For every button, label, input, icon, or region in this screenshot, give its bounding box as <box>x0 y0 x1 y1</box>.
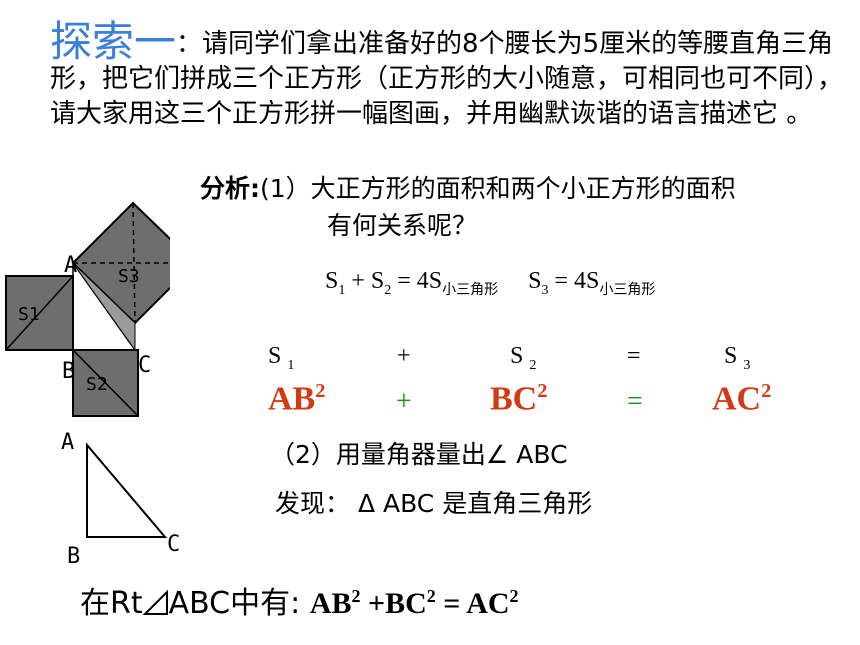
label-s2: S2 <box>86 374 108 395</box>
label-c: C <box>138 353 151 378</box>
label-s3: S3 <box>118 266 140 287</box>
row-eq: = <box>627 343 641 369</box>
question-1-cont: 有何关系呢？ <box>327 211 478 240</box>
eq-4s: = 4S <box>397 268 443 294</box>
squares-figure: A B C S1 S2 S3 <box>5 201 170 417</box>
term-eq: = <box>627 386 643 417</box>
intro-text: 请同学们拿出准备好的8个腰长为5厘米的等腰直角三角形，把它们拼成三个正方形（正方… <box>50 29 844 129</box>
eq-s1: S <box>325 268 339 294</box>
final-rest: ABC中有: <box>168 586 301 621</box>
right-triangle-figure: A B C <box>61 430 180 569</box>
question-1: (1）大正方形的面积和两个小正方形的面积 <box>260 174 736 203</box>
eq-tri-sub-2: 小三角形 <box>599 282 656 298</box>
eq-plus-s2: + S <box>351 268 385 294</box>
row-s1: S 1 <box>268 343 295 373</box>
term-bc: BC2 <box>490 380 548 418</box>
eq-tri-sub: 小三角形 <box>442 282 499 298</box>
right-angle-symbol <box>142 589 168 615</box>
term-ac: AC2 <box>712 380 772 418</box>
final-prefix: 在Rt <box>80 586 143 621</box>
area-equation: S1 + S2 = 4S小三角形 S3 = 4S小三角形 <box>325 268 655 299</box>
eq-s1-sub: 1 <box>338 282 346 298</box>
row-s3: S 3 <box>724 343 751 373</box>
title-colon: ： <box>176 29 203 59</box>
section-title: 探索一 <box>50 17 177 66</box>
label-s1: S1 <box>18 304 40 325</box>
final-formula: AB2 +BC2 = AC2 <box>309 586 519 620</box>
analysis-line: 分析:(1）大正方形的面积和两个小正方形的面积 <box>200 171 736 206</box>
eq-s2-sub: 2 <box>384 282 392 298</box>
tri-label-a: A <box>61 430 74 455</box>
final-statement: 在Rt ABC中有: AB2 +BC2 = AC2 <box>80 578 519 622</box>
term-plus: + <box>396 386 412 417</box>
step-2: （2）用量角器量出∠ ABC <box>270 440 568 469</box>
eq-s3-sub: 3 <box>541 282 549 298</box>
term-ab: AB2 <box>268 380 326 418</box>
row-s2: S 2 <box>510 343 537 373</box>
eq-4s-2: = 4S <box>554 268 600 294</box>
label-b: B <box>62 359 75 384</box>
tri-label-c: C <box>167 532 180 557</box>
intro-paragraph: 探索一：请同学们拿出准备好的8个腰长为5厘米的等腰直角三角形，把它们拼成三个正方… <box>50 21 850 132</box>
eq-s3: S <box>528 268 542 294</box>
row-plus: + <box>397 343 411 369</box>
tri-label-b: B <box>67 544 80 569</box>
triangle-shade <box>72 262 136 352</box>
label-a: A <box>64 253 77 278</box>
finding: 发现： Δ ABC 是直角三角形 <box>275 489 593 518</box>
analysis-label: 分析: <box>200 174 260 203</box>
